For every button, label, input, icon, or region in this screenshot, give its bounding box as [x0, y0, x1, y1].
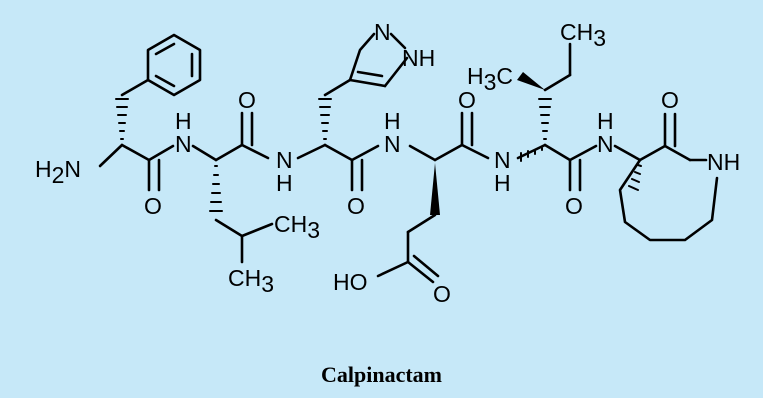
bond — [240, 222, 274, 238]
nh-label-4: N — [494, 147, 511, 173]
bond — [154, 74, 176, 88]
bond — [618, 158, 719, 242]
bond — [412, 254, 440, 278]
carbonyl-o-4: O — [458, 87, 476, 113]
lactam-carbonyl-o: O — [661, 87, 679, 113]
nh-label-3: N — [384, 131, 401, 157]
ile-h3c-label: H3C — [467, 63, 513, 95]
hashed-bond-leu — [209, 165, 223, 212]
imidazole-ring — [348, 32, 376, 82]
bond — [147, 144, 175, 162]
imidazole-n-label: N — [374, 19, 391, 45]
nh-label-5-h: H — [597, 108, 614, 134]
wedge-bond — [430, 163, 440, 215]
carbonyl-o-3: O — [347, 193, 365, 219]
bond — [406, 213, 437, 234]
acid-ho-label: HO — [333, 269, 368, 295]
calpinactam-structure: H2N N H O O N H O N H O N H O N H O NH C… — [35, 19, 740, 307]
imidazole-nh-label: NH — [402, 45, 435, 71]
nh-label-1-h: H — [175, 108, 192, 134]
leu-ch3-label-1: CH3 — [274, 211, 320, 243]
bond — [154, 42, 176, 56]
bond — [376, 260, 410, 278]
bond — [408, 144, 437, 162]
carbonyl-o-1: O — [144, 193, 162, 219]
bond — [568, 144, 598, 162]
ile-ch3-label: CH3 — [560, 19, 606, 51]
bond — [350, 144, 380, 162]
bond — [356, 70, 384, 78]
nh-label-2: N — [276, 147, 293, 173]
carbonyl-o-5: O — [565, 193, 583, 219]
bond — [120, 143, 151, 162]
hashed-bond-his — [318, 98, 332, 140]
nh-label-1: N — [175, 131, 192, 157]
bond — [296, 143, 327, 160]
carbonyl-o-2: O — [238, 87, 256, 113]
bond — [543, 143, 572, 162]
nh-label-5: N — [597, 131, 614, 157]
bond — [543, 73, 572, 92]
bond — [516, 143, 547, 160]
nh-label-2-h: H — [276, 170, 293, 196]
bond — [240, 143, 270, 160]
bond — [383, 56, 409, 88]
bond — [214, 218, 244, 238]
lactam-nh-label: NH — [707, 149, 740, 175]
bond — [98, 143, 124, 168]
nh-label-4-h: H — [494, 170, 511, 196]
hashed-bond-ile — [538, 98, 552, 140]
hashed-bond-phe — [115, 98, 129, 140]
benzene-ring — [146, 33, 202, 97]
compound-name-caption: Calpinactam — [321, 362, 442, 387]
wedge-bond — [517, 72, 545, 90]
nh-label-3-h: H — [384, 108, 401, 134]
acid-carbonyl-o: O — [433, 281, 451, 307]
bond — [214, 143, 244, 162]
bond — [406, 260, 435, 284]
bond — [120, 78, 150, 97]
h2n-label: H2N — [35, 156, 81, 188]
bond — [323, 78, 352, 97]
bond — [389, 32, 407, 50]
hashed-bond-ile-nh — [520, 147, 543, 162]
bond — [191, 144, 218, 162]
bond — [638, 144, 692, 162]
bond — [323, 143, 354, 162]
bond — [460, 143, 490, 160]
bond — [613, 144, 642, 162]
bond — [348, 78, 387, 88]
bond — [433, 143, 464, 162]
leu-ch3-label-2: CH3 — [228, 265, 274, 297]
hashed-bond-lactam — [628, 164, 642, 191]
